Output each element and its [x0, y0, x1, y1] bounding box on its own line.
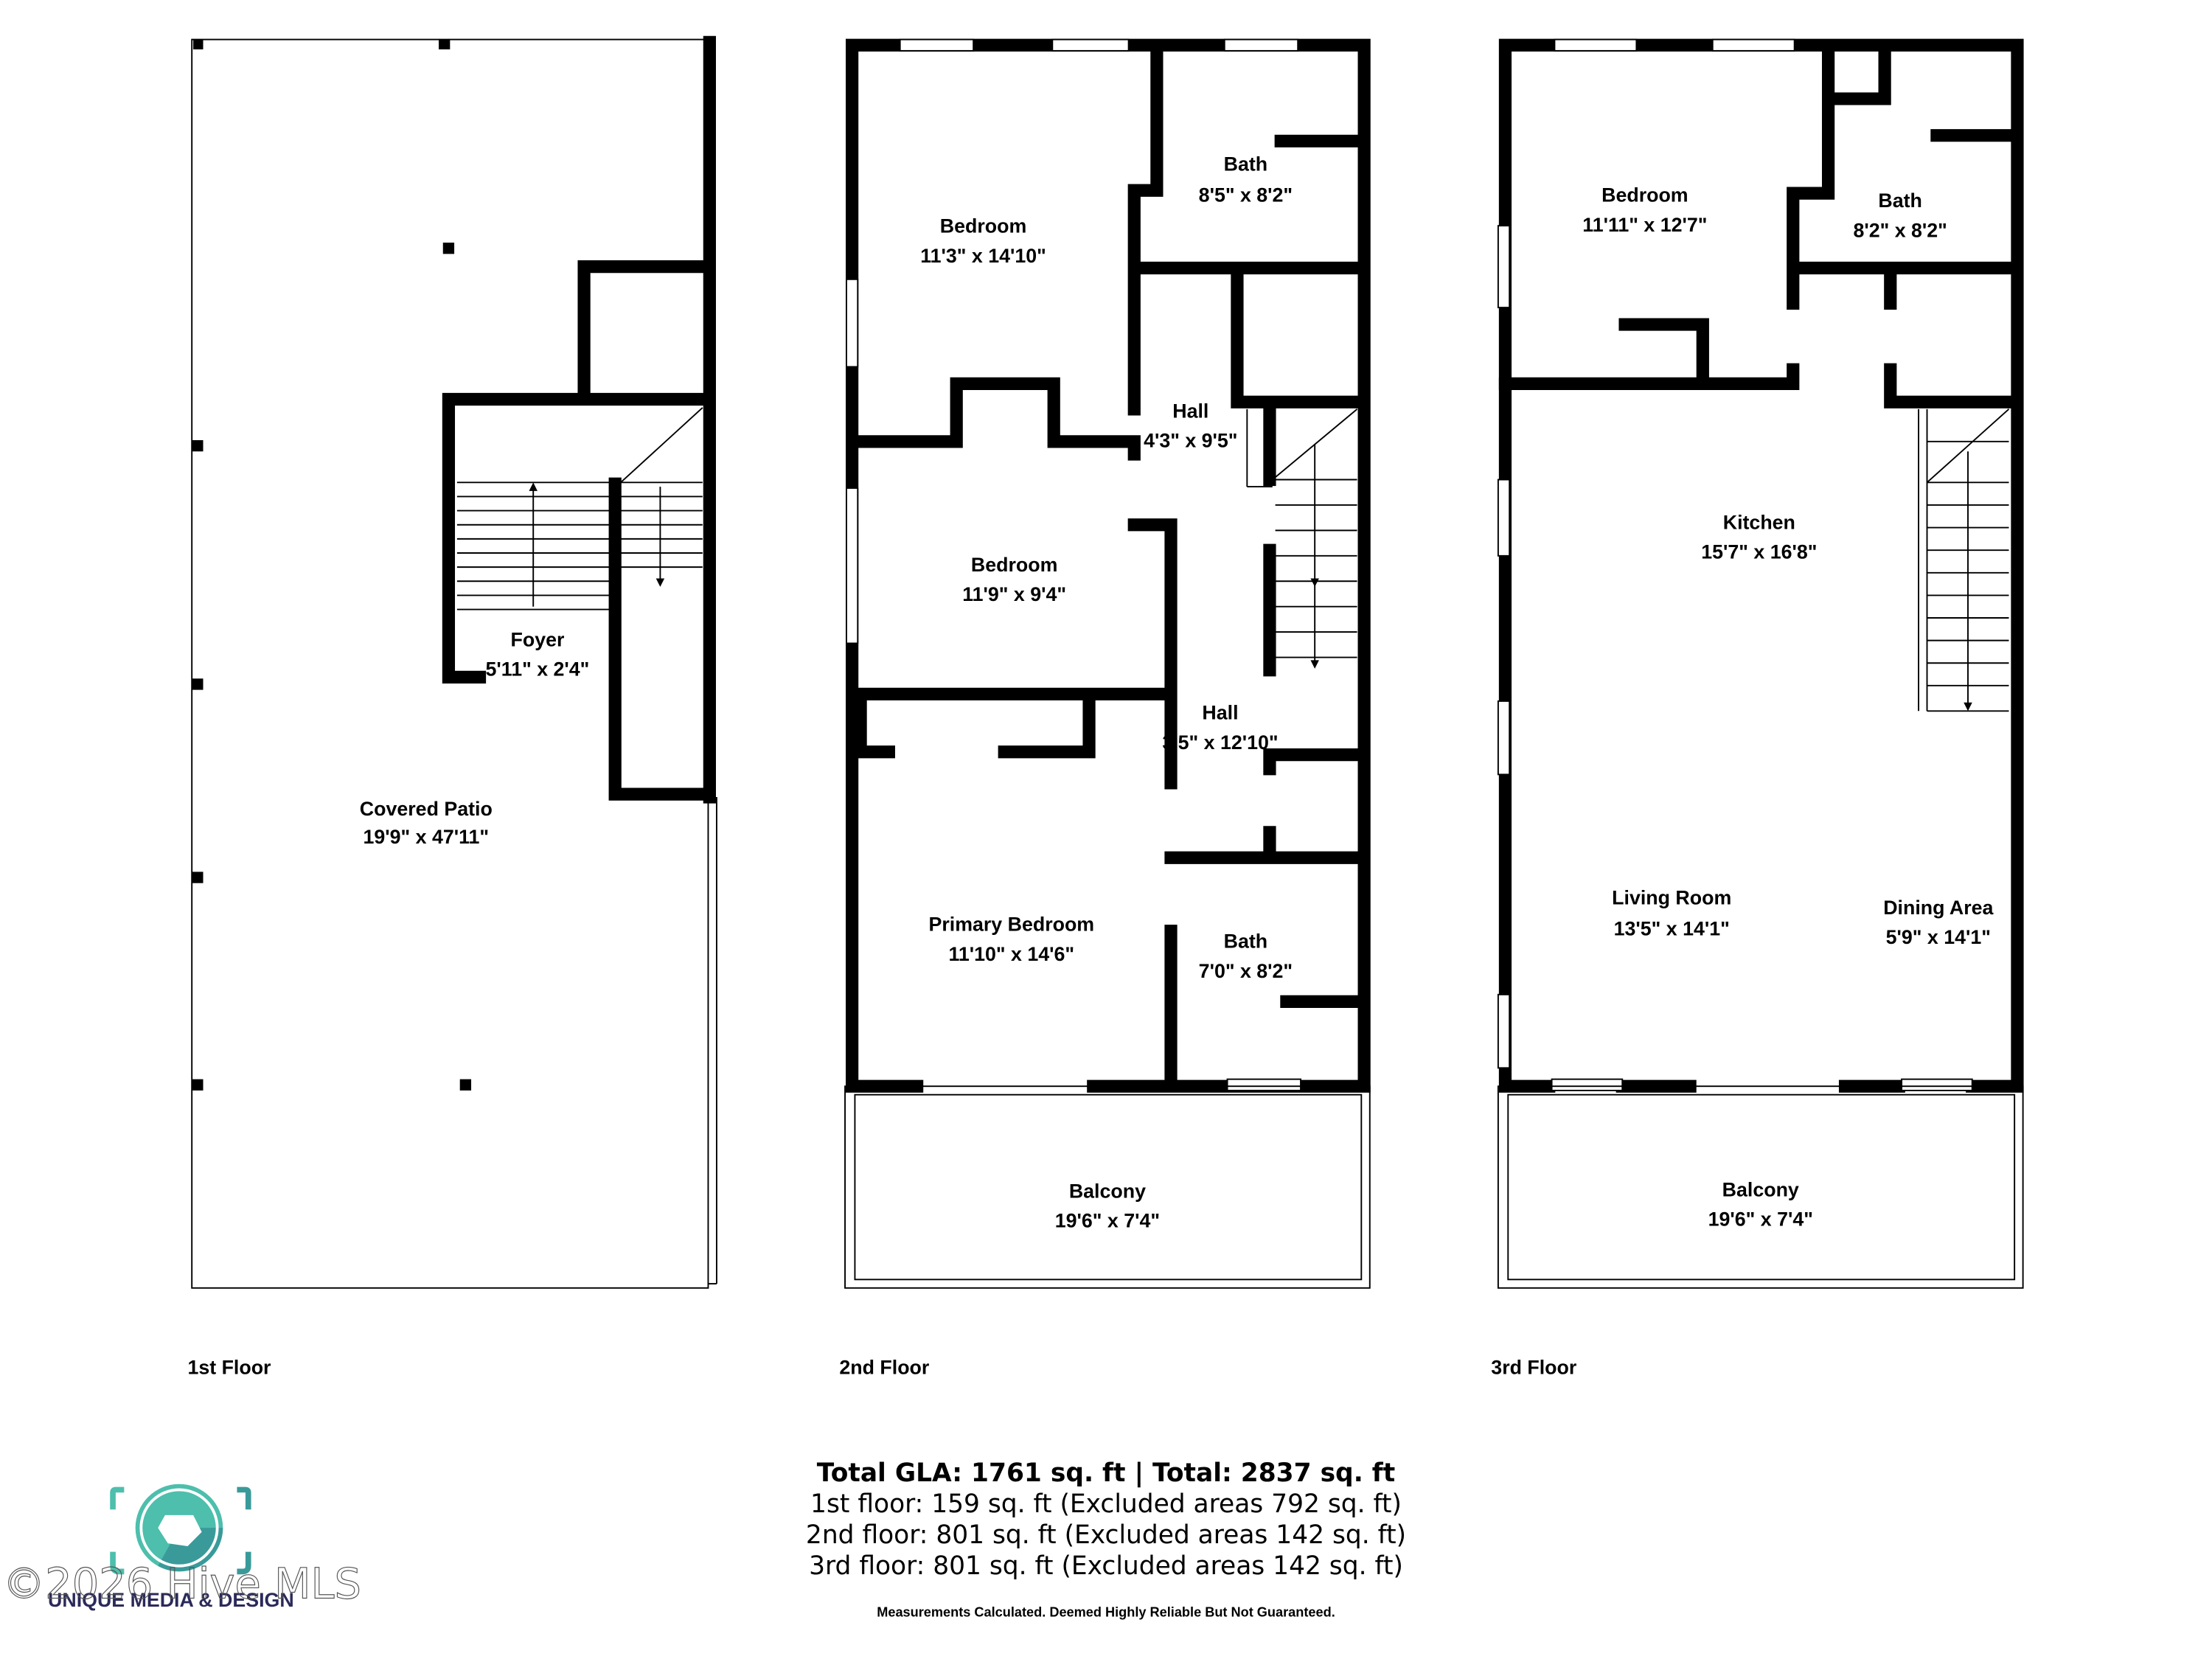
room-name: Kitchen — [1723, 511, 1795, 533]
room-dims: 5'9" x 14'1" — [1886, 926, 1991, 948]
room-name: Dining Area — [1883, 897, 1994, 919]
balcony-outline — [1497, 1085, 2024, 1289]
room-dims: 7'0" x 8'2" — [1199, 960, 1293, 982]
floor-area-line: 3rd floor: 801 sq. ft (Excluded areas 14… — [809, 1551, 1403, 1581]
third-floor-plan: Bedroom 11'11" x 12'7" Bath 8'2" x 8'2" … — [1491, 38, 2024, 1379]
disclaimer: Measurements Calculated. Deemed Highly R… — [877, 1605, 1335, 1620]
company-logo: UNIQUE MEDIA & DESIGN ©2026 Hive MLS — [2, 1484, 361, 1611]
room-name: Bath — [1224, 153, 1267, 175]
room-dims: 5'11" x 2'4" — [486, 658, 590, 680]
balcony-outline — [844, 1085, 1371, 1289]
room-name: Balcony — [1722, 1178, 1799, 1200]
room-dims: 11'11" x 12'7" — [1582, 214, 1707, 236]
floor-label: 3rd Floor — [1491, 1357, 1577, 1379]
walls — [442, 35, 716, 804]
room-name: Hall — [1202, 702, 1238, 724]
room-dims: 11'3" x 14'10" — [920, 245, 1046, 267]
room-dims: 19'6" x 7'4" — [1708, 1208, 1813, 1231]
total-area: Total GLA: 1761 sq. ft | Total: 2837 sq.… — [817, 1458, 1395, 1488]
room-name: Primary Bedroom — [929, 914, 1095, 936]
room-name: Bath — [1878, 189, 1921, 212]
interior-walls — [1498, 44, 2018, 408]
room-name: Bedroom — [971, 554, 1057, 576]
room-name: Hall — [1172, 400, 1208, 422]
room-dims: 11'10" x 14'6" — [949, 943, 1075, 965]
room-name: Bedroom — [940, 215, 1026, 237]
room-dims: 15'7" x 16'8" — [1701, 541, 1817, 563]
room-name: Foyer — [511, 628, 565, 650]
room-name: Covered Patio — [360, 798, 493, 820]
floor-area-line: 2nd floor: 801 sq. ft (Excluded areas 14… — [806, 1520, 1406, 1550]
room-dims: 8'2" x 8'2" — [1853, 219, 1947, 241]
area-summary: Total GLA: 1761 sq. ft | Total: 2837 sq.… — [806, 1458, 1406, 1620]
room-dims: 13'5" x 14'1" — [1614, 917, 1730, 939]
room-dims: 19'9" x 47'11" — [364, 826, 490, 848]
room-name: Balcony — [1069, 1180, 1146, 1202]
staircase — [1246, 408, 1358, 669]
floor-area-line: 1st floor: 159 sq. ft (Excluded areas 79… — [810, 1489, 1402, 1519]
floor-label: 2nd Floor — [839, 1357, 930, 1379]
room-name: Living Room — [1612, 886, 1731, 908]
staircase — [456, 407, 703, 611]
interior-walls — [854, 44, 1366, 1086]
first-floor-plan: Foyer 5'11" x 2'4" Covered Patio 19'9" x… — [187, 35, 717, 1379]
room-dims: 11'9" x 9'4" — [962, 583, 1066, 605]
floor-label: 1st Floor — [187, 1357, 271, 1379]
room-dims: 3'5" x 12'10" — [1162, 731, 1278, 754]
room-dims: 19'6" x 7'4" — [1055, 1210, 1160, 1232]
staircase — [1918, 408, 2010, 712]
logo-text: UNIQUE MEDIA & DESIGN — [48, 1589, 294, 1611]
room-dims: 8'5" x 8'2" — [1199, 184, 1293, 206]
room-name: Bath — [1224, 931, 1267, 953]
room-name: Bedroom — [1601, 184, 1688, 206]
watermark: ©2026 Hive MLS — [3, 1559, 361, 1609]
room-dims: 4'3" x 9'5" — [1144, 430, 1237, 452]
second-floor-plan: Bedroom 11'3" x 14'10" Bath 8'5" x 8'2" … — [839, 38, 1371, 1379]
